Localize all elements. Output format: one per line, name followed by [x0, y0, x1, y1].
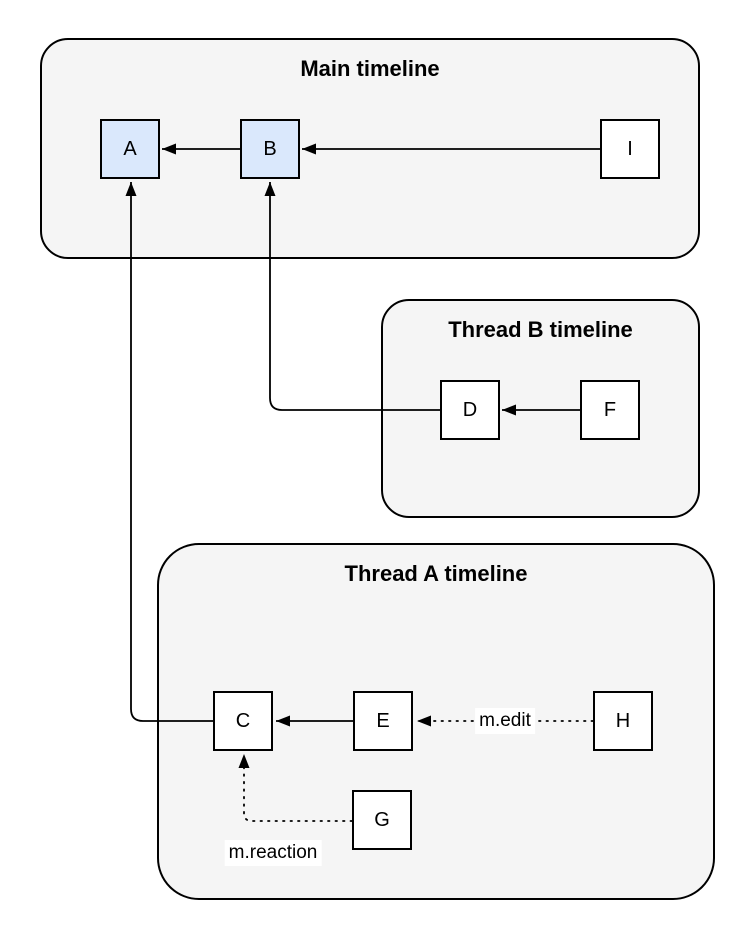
node-f: F [580, 380, 640, 440]
container-thread-b-timeline: Thread B timeline [381, 299, 700, 518]
node-i: I [600, 119, 660, 179]
node-e: E [353, 691, 413, 751]
node-a: A [100, 119, 160, 179]
container-title-main: Main timeline [300, 56, 440, 81]
node-h-label: H [615, 709, 631, 732]
node-g-label: G [374, 808, 390, 831]
node-d-label: D [462, 398, 478, 421]
container-title-thread-b: Thread B timeline [448, 317, 633, 342]
node-c-label: C [235, 709, 251, 732]
container-title-thread-a: Thread A timeline [344, 561, 528, 586]
edge-label-m-reaction: m.reaction [224, 840, 322, 866]
node-b-label: B [263, 137, 277, 160]
node-f-label: F [603, 398, 617, 421]
node-h: H [593, 691, 653, 751]
node-e-label: E [376, 709, 390, 732]
node-g: G [352, 790, 412, 850]
node-b: B [240, 119, 300, 179]
node-i-label: I [627, 137, 633, 160]
node-d: D [440, 380, 500, 440]
edge-label-m-edit: m.edit [475, 708, 535, 734]
node-a-label: A [123, 137, 137, 160]
node-c: C [213, 691, 273, 751]
